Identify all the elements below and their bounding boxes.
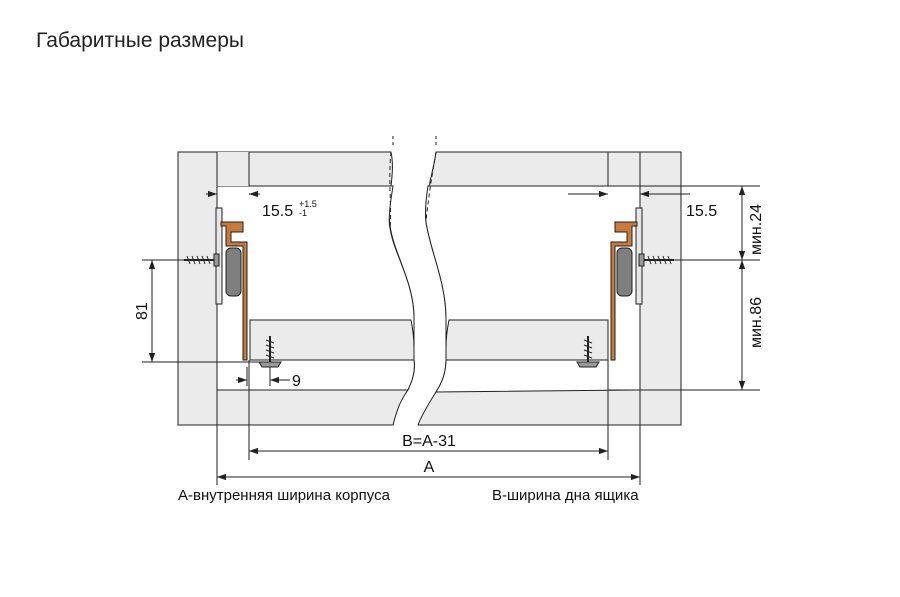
dimension-labels: 15.5 +1.5 -1 15.5 мин.24 мин.86 81 9 B=A…	[134, 199, 765, 476]
right-slide	[576, 207, 674, 368]
roller-wheel-icon	[225, 247, 242, 297]
page-title: Габаритные размеры	[36, 29, 244, 52]
drawer-bottom-right	[445, 319, 609, 361]
legend-b: B-ширина дна ящика	[492, 487, 639, 504]
height-81-label: 81	[134, 302, 151, 320]
drawer-bottom-left	[249, 319, 415, 361]
left-tolerance-minus: -1	[299, 208, 307, 218]
min-height-label: мин.86	[748, 297, 765, 348]
left-slide	[184, 207, 282, 368]
drawer-side-left	[217, 152, 249, 186]
right-rail	[610, 221, 638, 361]
screw-9-label: 9	[292, 373, 301, 390]
screw-icon	[184, 253, 220, 267]
right-offset-label: 15.5	[686, 203, 717, 220]
left-tolerance-plus: +1.5	[299, 199, 317, 209]
dimension-lines	[142, 185, 760, 485]
legend: A-внутренняя ширина корпуса B-ширина дна…	[178, 487, 639, 504]
screw-icon	[258, 336, 282, 368]
legend-a: A-внутренняя ширина корпуса	[178, 487, 391, 504]
left-rail	[220, 221, 248, 361]
screw-icon	[576, 336, 600, 368]
min-top-label: мин.24	[748, 204, 765, 255]
bottom-width-label: B=A-31	[402, 433, 456, 450]
inner-width-label: A	[424, 459, 435, 476]
cabinet-panels	[177, 136, 682, 426]
roller-wheel-icon	[616, 247, 633, 297]
left-offset-label: 15.5	[262, 203, 293, 220]
